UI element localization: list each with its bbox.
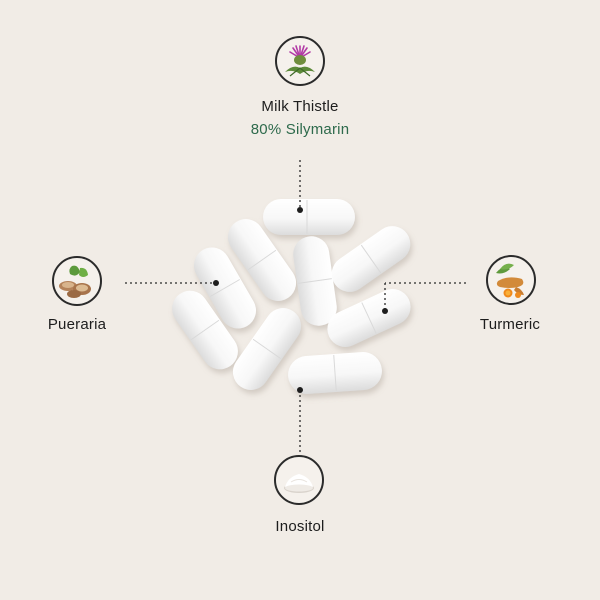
inositol-powder-icon — [274, 455, 324, 505]
capsule — [288, 352, 382, 394]
capsule — [327, 289, 411, 347]
turmeric-name: Turmeric — [479, 316, 541, 333]
capsule — [331, 226, 411, 292]
capsule — [194, 247, 256, 329]
pueraria-pointer-dot — [213, 280, 219, 286]
inositol-name: Inositol — [275, 518, 325, 535]
pueraria-root-icon — [52, 256, 102, 306]
capsule — [232, 308, 302, 390]
capsule — [227, 219, 297, 301]
milk-thistle-detail: 80% Silymarin — [250, 121, 350, 138]
turmeric-pointer-dot — [382, 308, 388, 314]
inositol-pointer-dot — [297, 387, 303, 393]
capsule — [172, 290, 238, 370]
milk-thistle-name: Milk Thistle — [261, 98, 339, 115]
pueraria-name: Pueraria — [47, 316, 107, 333]
capsule — [263, 199, 355, 235]
milk-thistle-pointer-dot — [297, 207, 303, 213]
milk-thistle-flower-icon — [275, 36, 325, 86]
turmeric-root-icon — [486, 255, 536, 305]
capsule — [293, 236, 337, 326]
